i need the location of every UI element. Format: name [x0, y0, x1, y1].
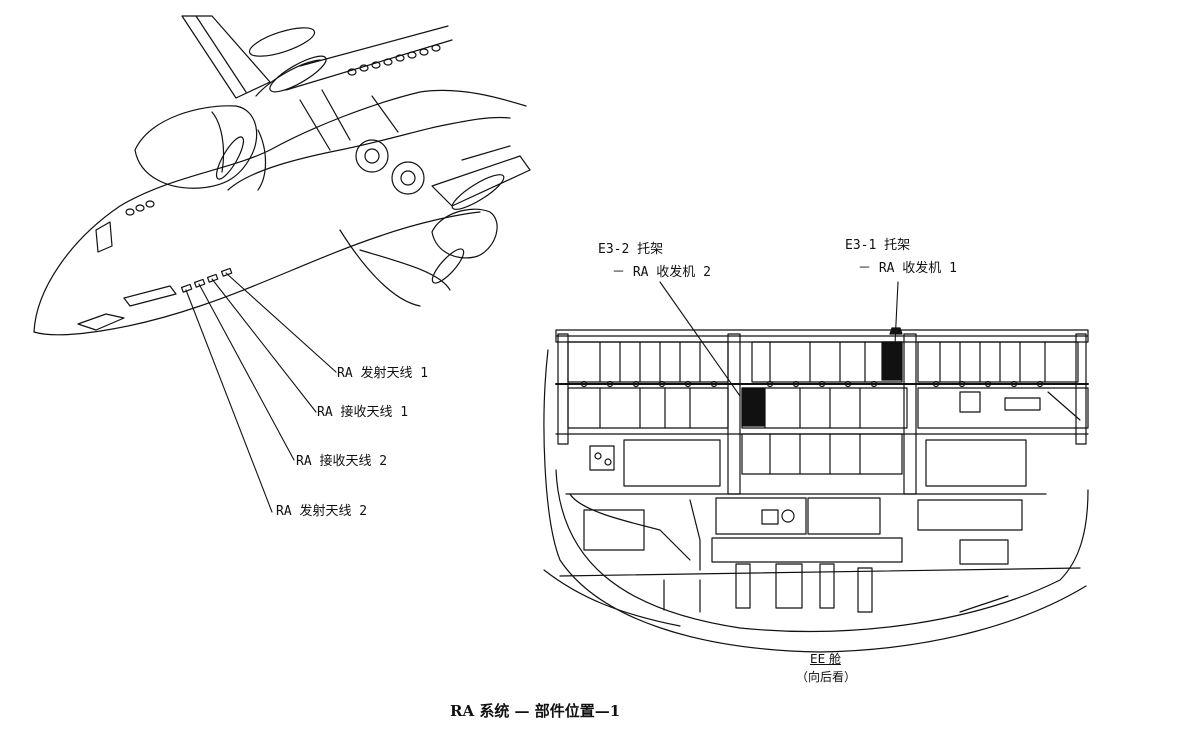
upper-fuselage — [299, 25, 449, 67]
right-engine — [431, 208, 498, 259]
antenna-tx-2 — [180, 283, 193, 293]
floor-structure — [559, 563, 1081, 613]
shelf-rivets — [580, 380, 1044, 388]
leader-e3-1 — [894, 281, 899, 345]
ra-transceiver-1-unit — [881, 341, 903, 381]
rack-posts — [557, 333, 1087, 495]
figure-caption: RA 系统 — 部件位置—1 — [450, 702, 621, 720]
rack-top-frame — [555, 329, 1089, 343]
fuselage-body — [33, 89, 527, 333]
label-ee-compartment: EE 舱 — [810, 652, 841, 666]
leader-tx-2 — [185, 289, 273, 513]
lower-shelf-modules — [555, 433, 1089, 487]
antenna-leader-lines — [185, 272, 337, 513]
antenna-rx-1 — [206, 273, 219, 283]
upper-shelf-modules — [567, 341, 1079, 383]
propeller-blade — [248, 27, 316, 57]
leader-rx-1 — [211, 278, 317, 413]
label-e3-1-rack: E3-1 托架 — [845, 238, 911, 253]
label-ra-tx-antenna-2: RA 发射天线 2 — [276, 504, 368, 519]
left-engine — [134, 105, 258, 189]
fuselage-frame-outer — [543, 349, 1087, 653]
label-looking-aft: （向后看） — [796, 670, 857, 684]
label-ra-rx-antenna-2: RA 接收天线 2 — [296, 454, 388, 469]
airplane-drawing — [33, 15, 531, 513]
antenna-tx-1 — [220, 267, 233, 277]
leader-e3-2 — [659, 281, 741, 397]
cockpit-windows — [77, 200, 177, 331]
label-ra-transceiver-2: － RA 收发机 2 — [612, 265, 711, 280]
ra-transceiver-2-unit — [741, 387, 765, 427]
wing-root-fairing — [227, 116, 511, 191]
right-wing — [431, 155, 531, 207]
gear-door-ring — [355, 139, 389, 173]
cabin-windows — [347, 44, 441, 76]
left-wing — [181, 15, 271, 99]
leader-rx-2 — [198, 283, 295, 461]
leader-tx-1 — [225, 272, 337, 373]
lower-bay-equipment — [565, 493, 1047, 571]
fuselage-frame-inner — [555, 469, 1089, 633]
ra-antennas — [180, 267, 233, 293]
label-ra-rx-antenna-1: RA 接收天线 1 — [317, 405, 409, 420]
label-ra-tx-antenna-1: RA 发射天线 1 — [337, 366, 429, 381]
label-ra-transceiver-1: － RA 收发机 1 — [858, 261, 957, 276]
label-e3-2-rack: E3-2 托架 — [598, 242, 664, 257]
middle-shelf-modules — [567, 387, 1089, 429]
ee-compartment-drawing — [543, 281, 1089, 653]
